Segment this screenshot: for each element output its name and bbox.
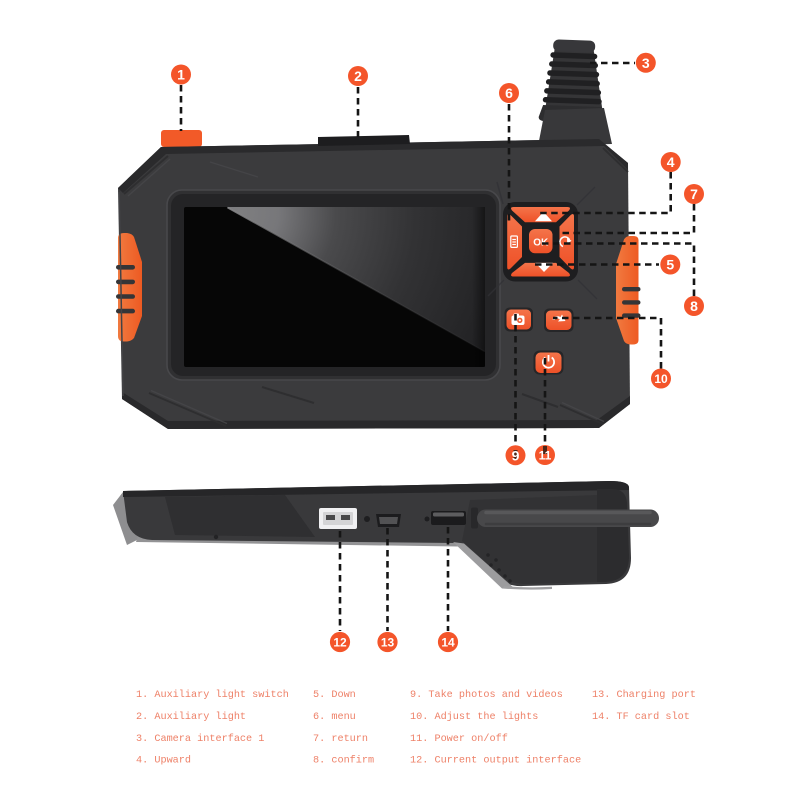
svg-text:7. return: 7. return	[313, 734, 368, 745]
svg-text:9. Take photos and videos: 9. Take photos and videos	[410, 689, 563, 701]
svg-text:13: 13	[381, 636, 395, 650]
svg-text:2: 2	[354, 68, 362, 84]
svg-text:9: 9	[512, 447, 520, 463]
svg-text:1: 1	[177, 67, 185, 83]
svg-text:10. Adjust the lights: 10. Adjust the lights	[410, 711, 538, 723]
svg-text:4: 4	[667, 154, 675, 170]
svg-text:14. TF card slot: 14. TF card slot	[592, 711, 690, 723]
svg-text:1. Auxiliary light switch: 1. Auxiliary light switch	[136, 689, 289, 701]
svg-text:12. Current output interface: 12. Current output interface	[410, 755, 581, 767]
svg-text:3: 3	[642, 55, 650, 71]
svg-text:8: 8	[690, 298, 698, 314]
svg-text:5. Down: 5. Down	[313, 690, 356, 701]
svg-text:11. Power on/off: 11. Power on/off	[410, 733, 508, 745]
svg-text:6: 6	[505, 85, 513, 101]
svg-text:OK: OK	[533, 238, 549, 249]
svg-text:2. Auxiliary light: 2. Auxiliary light	[136, 711, 246, 723]
svg-text:10: 10	[654, 372, 668, 386]
svg-text:5: 5	[666, 257, 674, 273]
svg-text:4. Upward: 4. Upward	[136, 755, 191, 767]
svg-text:12: 12	[333, 636, 347, 650]
svg-text:6. menu: 6. menu	[313, 712, 356, 723]
svg-text:14: 14	[441, 636, 455, 650]
svg-text:3. Camera interface 1: 3. Camera interface 1	[136, 733, 264, 745]
svg-text:8. confirm: 8. confirm	[313, 755, 374, 767]
svg-text:13. Charging port: 13. Charging port	[592, 689, 696, 701]
svg-text:11: 11	[539, 449, 552, 463]
svg-text:7: 7	[690, 186, 698, 202]
